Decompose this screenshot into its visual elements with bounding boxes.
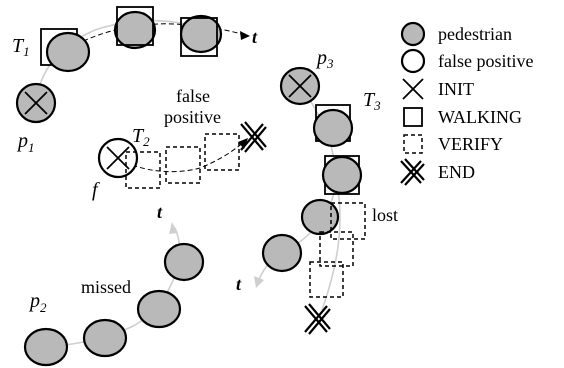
legend-walking-symbol	[403, 107, 423, 127]
legend-false-positive-symbol	[400, 48, 426, 74]
end-icon-p3	[304, 303, 331, 335]
legend-item-verify: VERIFY	[403, 134, 503, 154]
pedestrian-p1-step3	[113, 10, 157, 50]
label-false: false	[176, 86, 210, 106]
legend-end-label: END	[438, 162, 475, 182]
label-p3: p3	[315, 47, 334, 71]
legend-item-false-positive: false positive	[400, 48, 533, 74]
pedestrian-p3-step3	[321, 155, 363, 195]
pedestrian-p1-step2	[45, 31, 91, 73]
track-f-path	[117, 139, 247, 173]
pedestrian-p1-step4	[179, 14, 223, 54]
walking-box-p1-step4	[180, 17, 218, 57]
legend-item-walking: WALKING	[403, 107, 522, 127]
pedestrian-p2-step3	[136, 289, 182, 329]
pedestrian-p3-step4	[300, 198, 340, 236]
track-p3-arrow-icon	[254, 276, 264, 288]
legend-walking-label: WALKING	[438, 107, 522, 127]
track-false-positive: false positive T2 f	[92, 86, 267, 201]
end-icon-f	[240, 121, 267, 153]
pedestrian-p2-step2	[82, 318, 128, 358]
legend-verify-symbol	[403, 134, 423, 154]
walking-box-p1-step3	[116, 6, 154, 46]
legend-verify-label: VERIFY	[438, 134, 503, 154]
verify-box-t2-2	[165, 146, 201, 184]
legend-false-positive-label: false positive	[438, 51, 533, 71]
legend-init-label: INIT	[438, 79, 474, 99]
legend-pedestrian-label: pedestrian	[438, 24, 512, 44]
label-t-bottom: t	[157, 202, 163, 222]
track-p1-arrow-icon	[240, 31, 250, 40]
label-positive: positive	[164, 107, 221, 127]
label-t3: T3	[363, 89, 381, 113]
legend-init-icon	[402, 78, 424, 100]
track-p2-arrow-icon	[169, 222, 178, 234]
label-f: f	[92, 179, 100, 201]
track-p1-forward-path	[61, 23, 249, 53]
pedestrian-p3-step5	[261, 233, 303, 273]
pedestrian-p3-step2	[312, 108, 354, 148]
verify-box-t3-1	[330, 202, 366, 240]
verify-box-t3-2	[319, 231, 354, 267]
legend-end-icon	[400, 158, 425, 186]
track-p3: p3 T3 lost t	[236, 47, 398, 335]
track-f-arrow-icon	[238, 138, 248, 149]
label-t1: T1	[12, 35, 30, 59]
init-icon	[288, 74, 312, 98]
label-t-top: t	[252, 27, 258, 47]
label-lost: lost	[372, 205, 398, 225]
legend-pedestrian-symbol	[400, 21, 426, 47]
init-icon	[24, 91, 48, 115]
label-p1: p1	[16, 130, 35, 155]
pedestrian-p2-step4	[163, 242, 205, 282]
pedestrian-p2-step1	[23, 327, 69, 367]
verify-box-t2-3	[204, 133, 240, 171]
label-missed: missed	[81, 277, 131, 297]
label-t-mid: t	[236, 274, 242, 294]
track-p1-path	[35, 19, 201, 103]
label-t2: T2	[132, 125, 150, 149]
legend-item-pedestrian: pedestrian	[400, 21, 512, 47]
legend-item-init: INIT	[402, 78, 474, 100]
track-p2: t missed p2	[23, 202, 205, 367]
label-p2: p2	[28, 290, 47, 315]
legend: pedestrian false positive INIT WALKING V…	[400, 21, 533, 186]
track-p1: T1 t p1	[12, 6, 258, 155]
legend-item-end: END	[400, 158, 475, 186]
verify-box-t3-3	[309, 261, 344, 298]
verify-box-t2-1	[125, 151, 161, 189]
